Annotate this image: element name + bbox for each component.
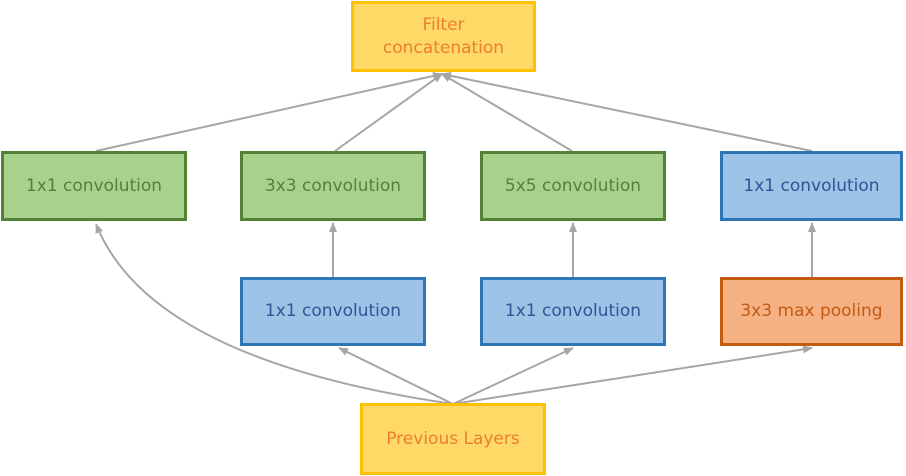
conv-1x1-reduce-3x3-label: 1x1 convolution xyxy=(264,301,402,321)
previous-layers-node: Previous Layers xyxy=(360,403,546,475)
previous-layers-label: Previous Layers xyxy=(386,428,520,449)
edge-previous-to-conv1x1-branch1 xyxy=(95,223,454,405)
max-pooling-3x3-node: 3x3 max pooling xyxy=(720,277,903,346)
max-pooling-3x3-label: 3x3 max pooling xyxy=(740,301,883,321)
edge-previous-to-max-pooling xyxy=(452,345,813,405)
conv-5x5-label: 5x5 convolution xyxy=(504,175,642,196)
edge-previous-to-conv1x1-reduce-5x5 xyxy=(452,347,574,405)
filter-concatenation-node: Filter concatenation xyxy=(351,1,536,72)
edge-conv-3x3-to-concat xyxy=(334,73,443,152)
filter-concatenation-line2: concatenation xyxy=(382,37,505,58)
conv-1x1-branch1-label: 1x1 convolution xyxy=(25,175,163,196)
conv-1x1-reduce-5x5-node: 1x1 convolution xyxy=(480,277,666,346)
conv-1x1-reduce-3x3-node: 1x1 convolution xyxy=(240,277,426,346)
conv-5x5-node: 5x5 convolution xyxy=(480,151,666,221)
conv-1x1-reduce-5x5-label: 1x1 convolution xyxy=(504,301,642,321)
edge-conv-5x5-to-concat xyxy=(441,73,573,152)
edge-conv1x1-branch4-to-concat xyxy=(441,71,813,152)
edge-previous-to-conv1x1-reduce-3x3 xyxy=(338,347,454,405)
conv-1x1-branch4-node: 1x1 convolution xyxy=(720,151,903,221)
conv-1x1-branch4-label: 1x1 convolution xyxy=(743,175,880,196)
edge-conv1x1-branch1-to-concat xyxy=(95,72,443,152)
conv-3x3-node: 3x3 convolution xyxy=(240,151,426,221)
conv-1x1-branch1-node: 1x1 convolution xyxy=(1,151,187,221)
filter-concatenation-line1: Filter xyxy=(422,14,465,35)
conv-3x3-label: 3x3 convolution xyxy=(264,175,402,196)
